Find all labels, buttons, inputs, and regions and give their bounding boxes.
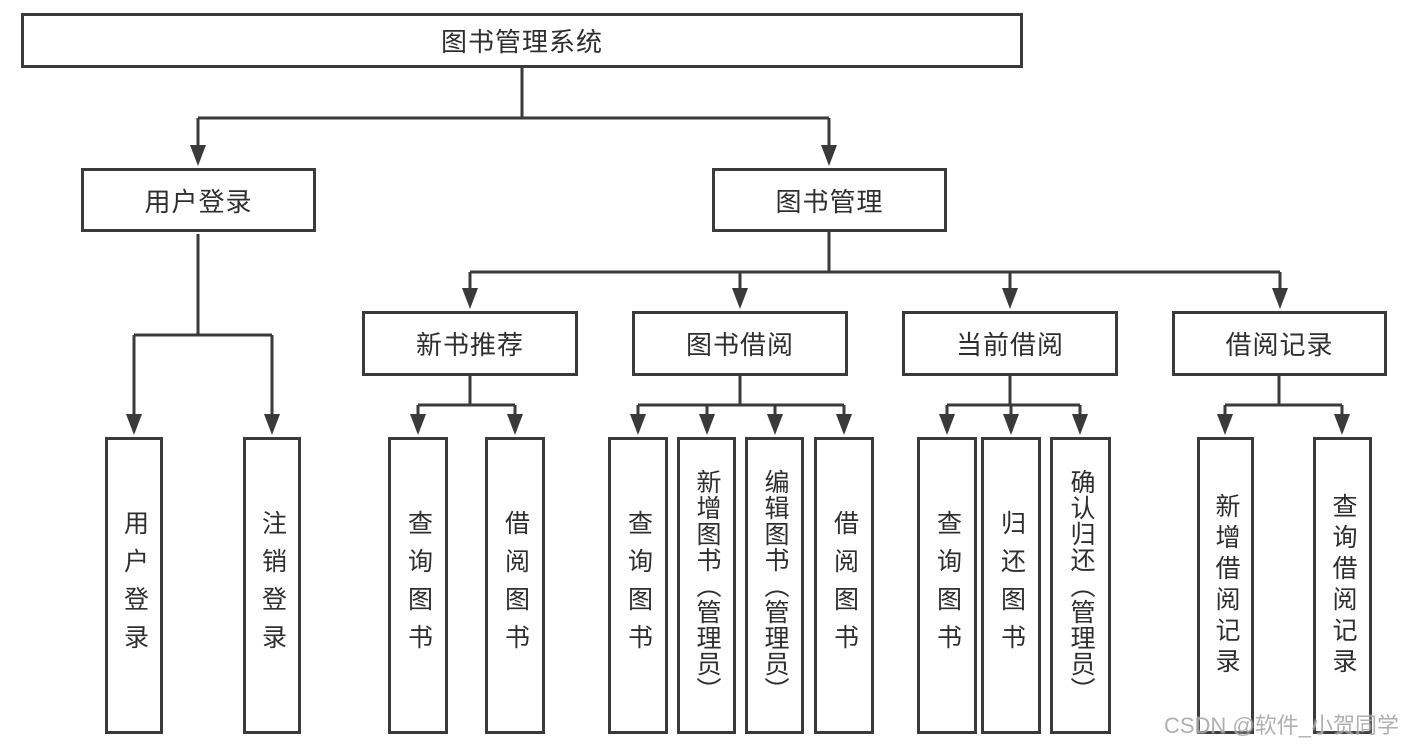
node-book-management-label: 图书管理 [775,186,884,217]
leaf-logout-label: 注销登录 [258,509,287,662]
node-library-system: 图书管理系统 [21,13,1023,68]
leaf-query-books-current: 查询图书 [917,437,977,734]
leaf-edit-book-admin-label: 编辑图书（管理员） [761,468,789,703]
node-user-login: 用户登录 [81,168,316,232]
leaf-logout: 注销登录 [243,437,301,734]
leaf-return-book: 归还图书 [981,437,1041,734]
arrowheads [126,145,1350,435]
leaf-add-borrow-record: 新增借阅记录 [1197,437,1254,734]
leaf-borrow-books-recommend: 借阅图书 [485,437,545,734]
node-user-login-label: 用户登录 [144,186,253,217]
leaf-query-books-current-label: 查询图书 [933,509,962,662]
node-current-borrow-label: 当前借阅 [955,330,1064,360]
leaf-query-borrow-record: 查询借阅记录 [1313,437,1372,734]
csdn-watermark: CSDN @软件_小贺同学 [1163,713,1399,738]
leaf-confirm-return-admin: 确认归还（管理员） [1050,437,1111,734]
leaf-borrow-books-label: 借阅图书 [830,509,859,662]
leaf-query-books-borrow: 查询图书 [608,437,668,734]
node-book-borrow: 图书借阅 [632,311,848,376]
leaf-query-books-recommend: 查询图书 [388,437,448,734]
leaf-confirm-return-admin-label: 确认归还（管理员） [1067,468,1095,703]
node-book-borrow-label: 图书借阅 [685,330,794,360]
node-current-borrow: 当前借阅 [902,311,1118,376]
leaf-query-books-borrow-label: 查询图书 [624,509,653,662]
leaf-query-books-recommend-label: 查询图书 [404,509,433,662]
node-library-system-label: 图书管理系统 [440,27,603,57]
node-new-book-recommend: 新书推荐 [362,311,578,376]
leaf-add-book-admin-label: 新增图书（管理员） [693,468,721,703]
leaf-edit-book-admin: 编辑图书（管理员） [745,437,804,734]
node-borrow-records: 借阅记录 [1172,311,1387,376]
leaf-add-book-admin: 新增图书（管理员） [677,437,736,734]
node-new-book-recommend-label: 新书推荐 [415,330,524,360]
leaf-return-book-label: 归还图书 [997,509,1026,662]
leaf-borrow-books: 借阅图书 [814,437,874,734]
leaf-add-borrow-record-label: 新增借阅记录 [1212,492,1240,679]
leaf-borrow-books-recommend-label: 借阅图书 [501,509,530,662]
leaf-user-login-label: 用户登录 [120,509,149,662]
node-borrow-records-label: 借阅记录 [1225,330,1334,360]
leaf-query-borrow-record-label: 查询借阅记录 [1329,492,1357,679]
node-book-management: 图书管理 [712,168,947,232]
leaf-user-login: 用户登录 [105,437,163,734]
